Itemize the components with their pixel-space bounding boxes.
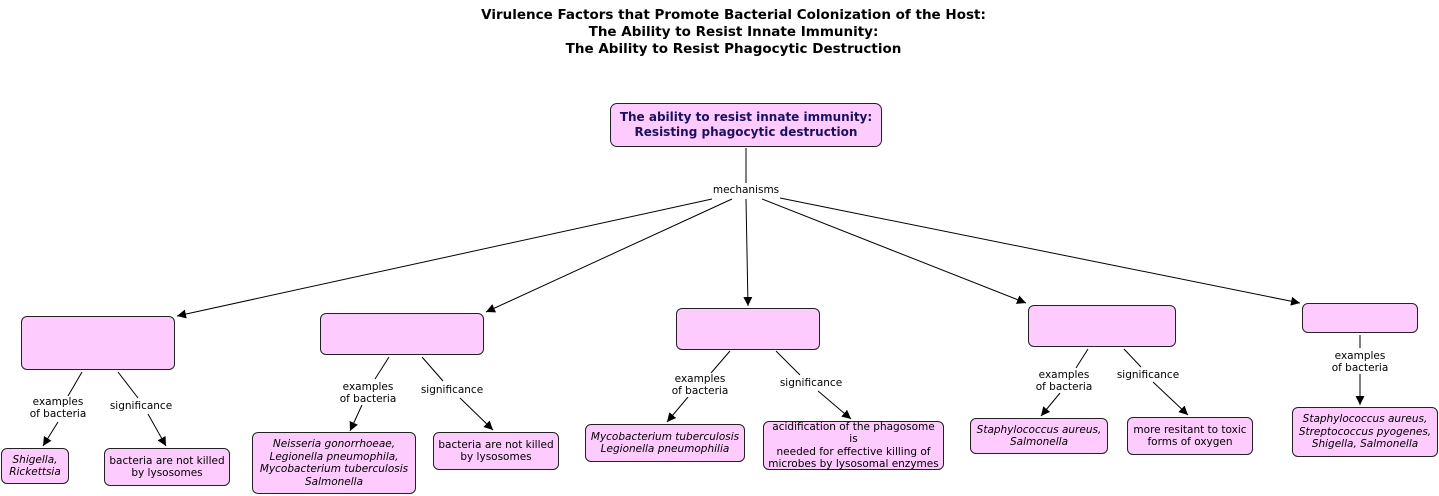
significance-box-3: acidification of the phagosome is needed… bbox=[763, 421, 944, 470]
arrow-mech-4 bbox=[761, 198, 1027, 304]
label-examples-m1: examples of bacteria bbox=[29, 396, 87, 420]
label-examples-m5: examples of bacteria bbox=[1331, 350, 1389, 374]
examples-box-1: Shigella, Rickettsia bbox=[1, 448, 69, 484]
diagram-title: Virulence Factors that Promote Bacterial… bbox=[0, 7, 1439, 58]
label-significance-m1: significance bbox=[109, 400, 173, 412]
mechanism-box-1 bbox=[21, 316, 175, 370]
arrow-mech-2 bbox=[485, 198, 733, 313]
mechanism-box-3 bbox=[676, 308, 820, 350]
label-significance-m3: significance bbox=[779, 377, 843, 389]
examples-box-4: Staphylococcus aureus, Salmonella bbox=[970, 418, 1108, 454]
label-significance-m2: significance bbox=[420, 384, 484, 396]
label-mechanisms: mechanisms bbox=[712, 184, 780, 196]
title-line-3: The Ability to Resist Phagocytic Destruc… bbox=[565, 41, 902, 57]
label-examples-m2: examples of bacteria bbox=[339, 381, 397, 405]
label-examples-m4: examples of bacteria bbox=[1035, 369, 1093, 393]
significance-box-1: bacteria are not killed by lysosomes bbox=[104, 448, 230, 486]
mechanism-box-2 bbox=[320, 313, 484, 355]
root-concept-box: The ability to resist innate immunity: R… bbox=[610, 103, 882, 147]
arrow-mech-5 bbox=[779, 197, 1301, 306]
examples-box-5: Staphylococcus aureus, Streptococcus pyo… bbox=[1292, 407, 1438, 457]
arrow-mech-1 bbox=[176, 198, 713, 319]
root-line-2: Resisting phagocytic destruction bbox=[634, 125, 858, 139]
title-line-2: The Ability to Resist Innate Immunity: bbox=[588, 24, 879, 40]
examples-box-3: Mycobacterium tuberculosis Legionella pn… bbox=[585, 424, 745, 462]
significance-box-2: bacteria are not killed by lysosomes bbox=[433, 432, 559, 470]
label-examples-m3: examples of bacteria bbox=[671, 373, 729, 397]
mechanism-box-4 bbox=[1028, 305, 1176, 347]
label-significance-m4: significance bbox=[1116, 369, 1180, 381]
title-line-1: Virulence Factors that Promote Bacterial… bbox=[481, 7, 986, 23]
examples-box-2: Neisseria gonorrhoeae, Legionella pneumo… bbox=[252, 432, 416, 494]
significance-box-4: more resitant to toxic forms of oxygen bbox=[1127, 417, 1253, 455]
mechanism-box-5 bbox=[1302, 303, 1418, 333]
arrow-mech-3 bbox=[743, 198, 753, 307]
root-line-1: The ability to resist innate immunity: bbox=[619, 110, 873, 124]
